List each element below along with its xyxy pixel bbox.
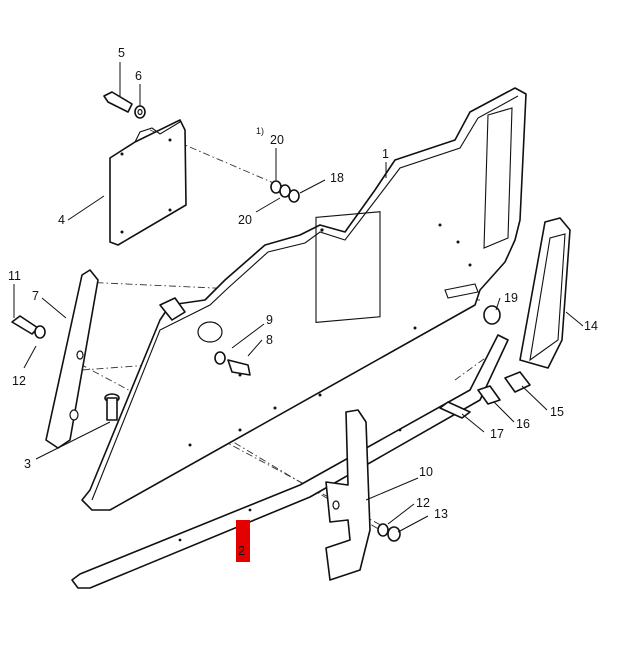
left-bracket-plate [45,269,99,449]
washer-6 [134,105,146,119]
callout-13: 13 [434,507,448,521]
washer-12b [377,523,389,537]
callout-2: 2 [238,544,245,558]
callout-11: 11 [8,269,21,283]
callout-14: 14 [584,319,598,333]
footnote-marker: 1) [256,126,264,136]
callout-10: 10 [419,465,433,479]
callout-7: 7 [32,289,39,303]
callout-12-left: 12 [12,374,26,388]
bolt-11 [11,315,39,335]
leader-lines [13,62,584,540]
main-side-panel [81,87,527,511]
cover-plate [109,119,187,246]
bushing-19 [483,305,501,325]
lower-bracket-10 [325,409,371,581]
callout-5: 5 [118,46,125,60]
nut-20b [279,184,291,198]
callout-1: 1 [382,147,389,161]
washer-12a [34,325,46,339]
vertical-profile-14 [519,217,571,369]
callout-20-bottom: 20 [238,213,252,227]
washer-18 [288,189,300,203]
nut-13 [387,526,401,542]
callout-15: 15 [550,405,564,419]
bolt-3 [104,393,120,421]
callout-8: 8 [266,333,273,347]
callout-16: 16 [516,417,530,431]
callout-18: 18 [330,171,344,185]
callout-6: 6 [135,69,142,83]
clip-15 [504,371,531,393]
plate-16 [477,385,501,405]
highlight-marker [236,520,250,562]
callout-labels: 5 6 4 1) 20 20 18 1 11 7 12 3 9 8 19 14 … [8,46,598,562]
callout-12-right: 12 [416,496,430,510]
washer-9 [214,351,226,365]
bolt-8 [227,359,251,376]
bolt-5 [103,91,133,113]
bottom-sealing-strip [71,334,509,589]
callout-20-top: 20 [270,133,284,147]
callout-9: 9 [266,313,273,327]
callout-19: 19 [504,291,518,305]
callout-17: 17 [490,427,504,441]
callout-3: 3 [24,457,31,471]
callout-4: 4 [58,213,65,227]
panel-holes [188,223,472,447]
